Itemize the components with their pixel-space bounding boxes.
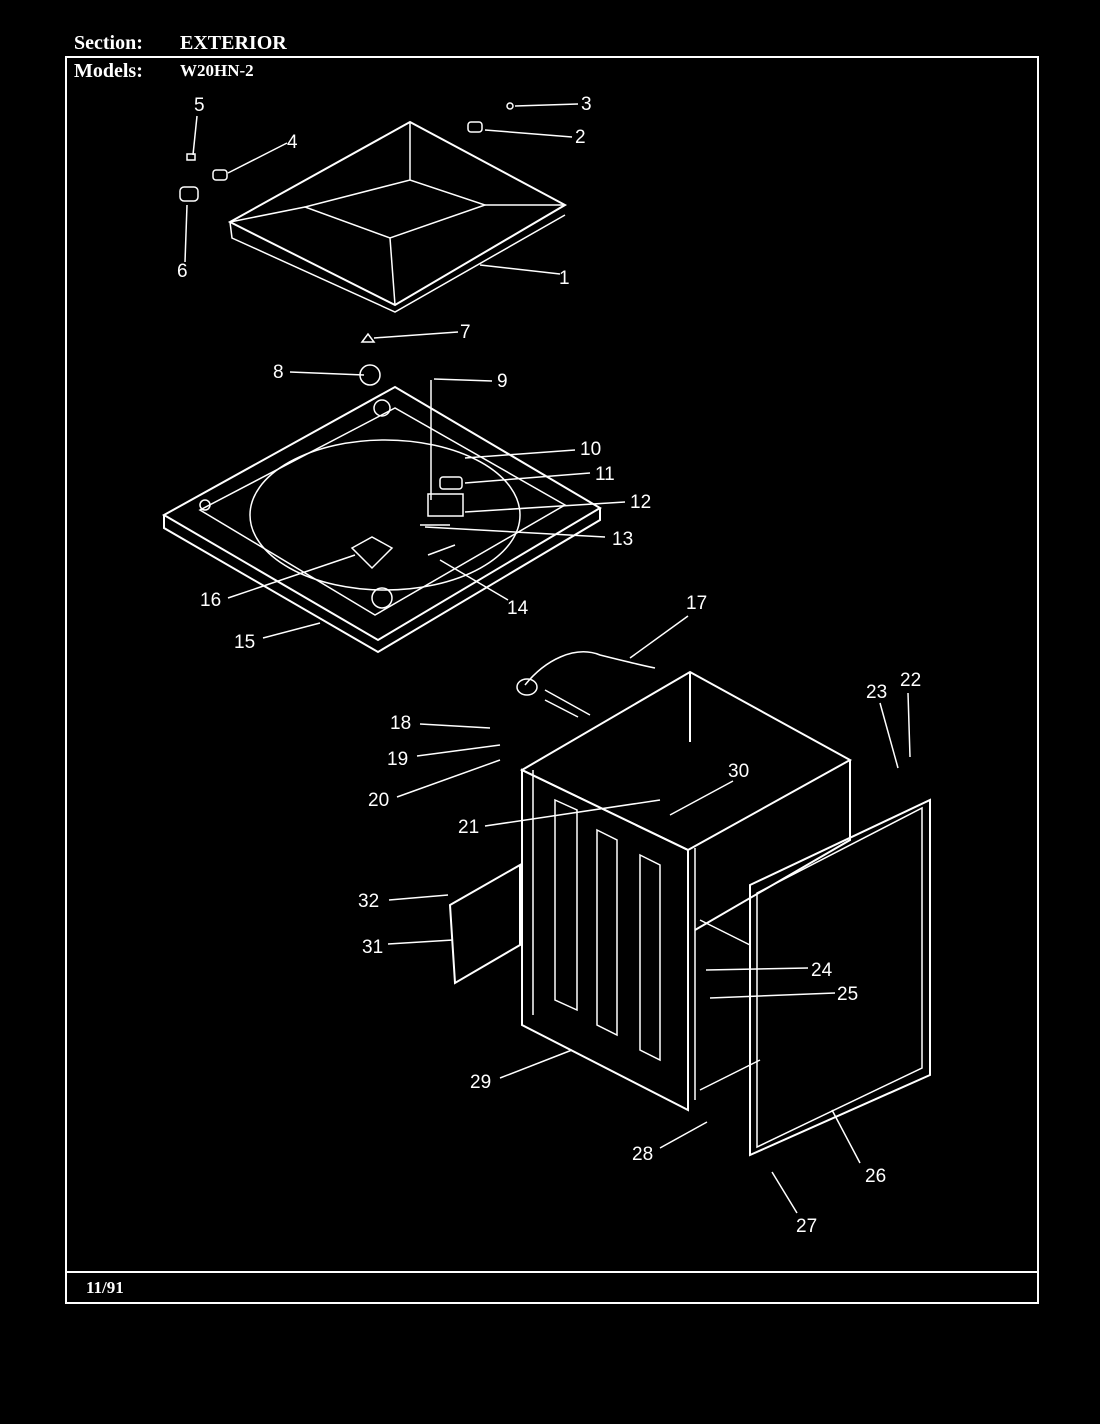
callout-26: 26 bbox=[865, 1166, 886, 1187]
callout-15: 15 bbox=[234, 632, 255, 653]
callout-11: 11 bbox=[595, 464, 615, 485]
section-value: EXTERIOR bbox=[180, 32, 287, 54]
page-frame bbox=[65, 56, 1039, 1304]
callout-20: 20 bbox=[368, 790, 389, 811]
callout-29: 29 bbox=[470, 1072, 491, 1093]
callout-3: 3 bbox=[581, 94, 592, 115]
access-panel-part bbox=[448, 863, 521, 985]
footer-date: 11/91 bbox=[86, 1278, 124, 1297]
leader-lines bbox=[184, 103, 911, 1214]
models-value: W20HN-2 bbox=[180, 61, 254, 80]
callout-8: 8 bbox=[273, 362, 284, 383]
callout-7: 7 bbox=[460, 322, 471, 343]
callout-27: 27 bbox=[796, 1216, 817, 1237]
power-cord-part bbox=[516, 651, 656, 718]
callout-9: 9 bbox=[497, 371, 508, 392]
callout-21: 21 bbox=[458, 817, 479, 838]
callout-14: 14 bbox=[507, 598, 529, 619]
callout-32: 32 bbox=[358, 891, 379, 912]
callout-25: 25 bbox=[837, 984, 858, 1005]
callout-1: 1 bbox=[559, 268, 570, 289]
callout-10: 10 bbox=[580, 439, 601, 460]
models-label: Models: bbox=[74, 60, 143, 82]
top-frame-part bbox=[161, 364, 602, 654]
callout-28: 28 bbox=[632, 1144, 653, 1165]
cabinet-part bbox=[519, 670, 853, 1112]
callout-2: 2 bbox=[575, 127, 586, 148]
lid-part bbox=[227, 120, 568, 313]
hinge-hardware bbox=[179, 102, 514, 343]
callout-23: 23 bbox=[866, 682, 887, 703]
callout-19: 19 bbox=[387, 749, 408, 770]
callout-18: 18 bbox=[390, 713, 411, 734]
callout-13: 13 bbox=[612, 529, 633, 550]
callout-31: 31 bbox=[362, 937, 383, 958]
callout-30: 30 bbox=[728, 761, 749, 782]
callout-16: 16 bbox=[200, 590, 221, 611]
callout-17: 17 bbox=[686, 593, 707, 614]
side-panel-part bbox=[749, 798, 931, 1157]
callout-6: 6 bbox=[177, 261, 188, 282]
callout-labels: 1 2 3 4 5 6 7 8 9 10 11 12 13 14 15 16 1… bbox=[177, 94, 921, 1237]
callout-24: 24 bbox=[811, 960, 833, 981]
callout-22: 22 bbox=[900, 670, 921, 691]
callout-12: 12 bbox=[630, 492, 651, 513]
callout-5: 5 bbox=[194, 95, 205, 116]
callout-4: 4 bbox=[287, 132, 298, 153]
section-label: Section: bbox=[74, 32, 143, 54]
